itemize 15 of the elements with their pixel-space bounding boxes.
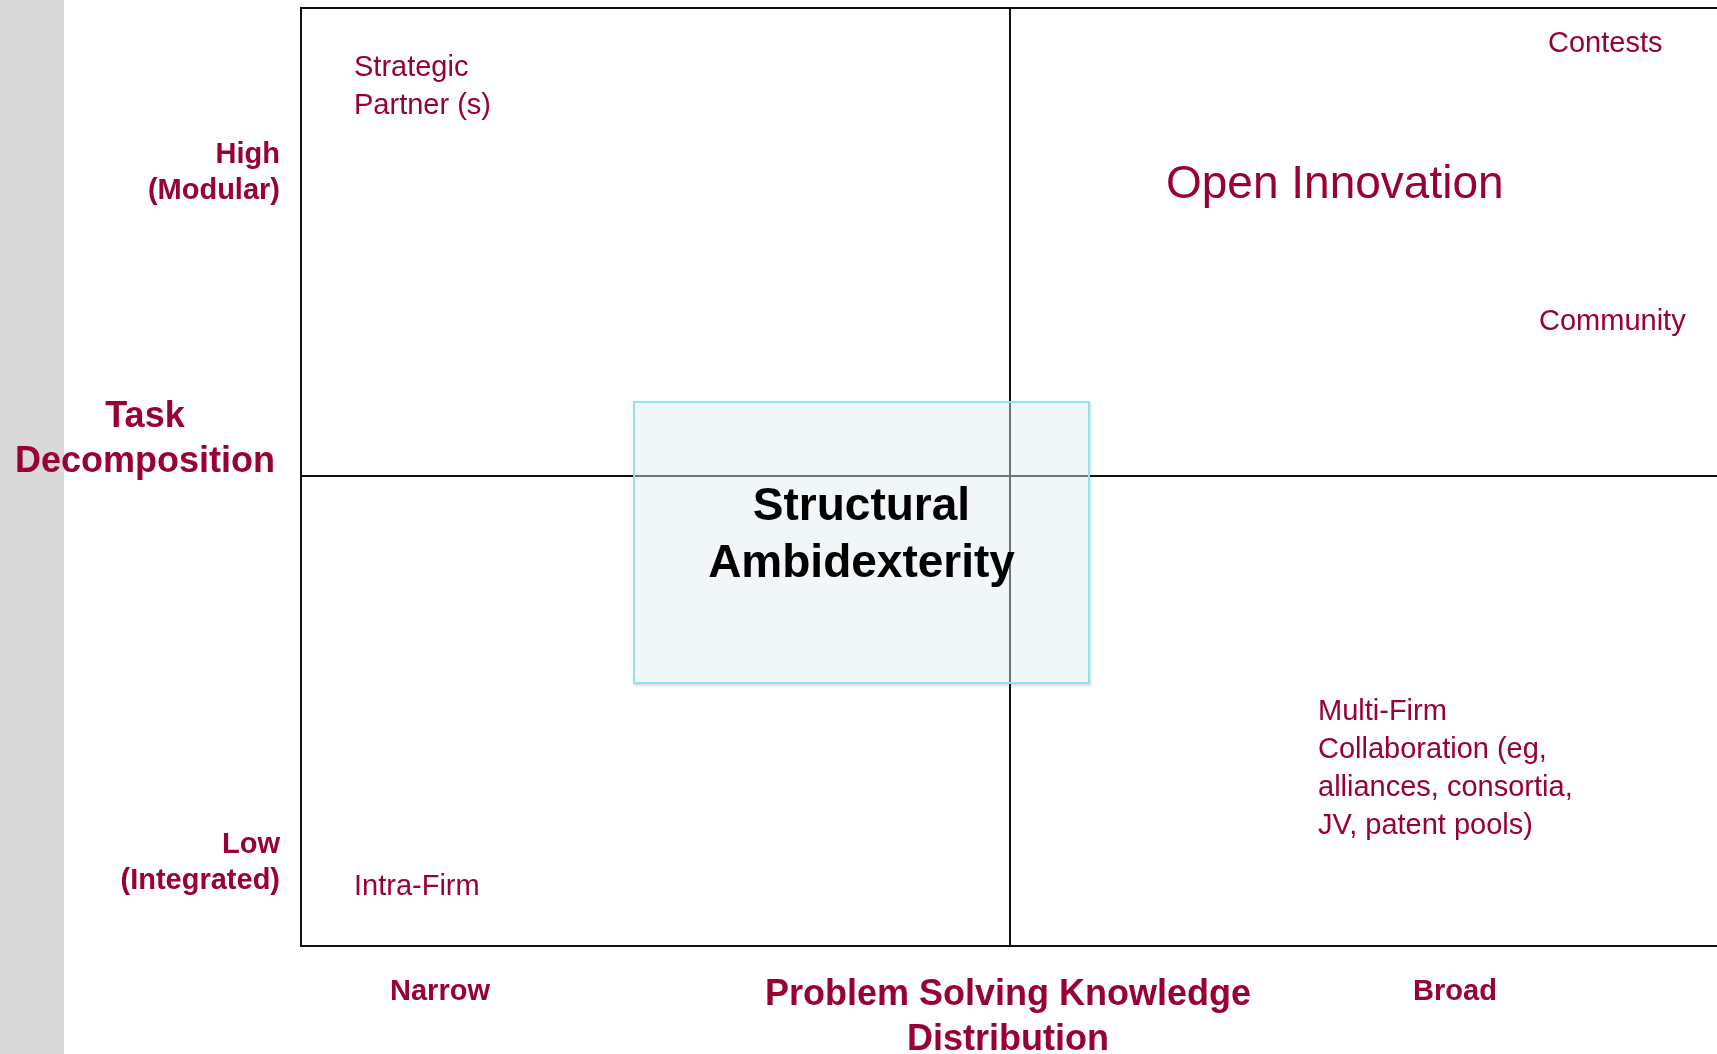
quadrant-label: Open Innovation (1166, 155, 1505, 210)
axis-tick-label: Broad (1412, 973, 1498, 1008)
quadrant-label: Strategic Partner (s) (354, 49, 492, 122)
quadrant-label: Intra-Firm (354, 868, 481, 903)
highlight-box: Structural Ambidexterity (633, 401, 1090, 684)
quadrant-label: Contests (1548, 25, 1664, 60)
matrix-quadrant (1009, 7, 1717, 477)
axis-tick-label: High (Modular) (146, 136, 280, 208)
quadrant-label: Community (1539, 303, 1687, 338)
axis-title: Task Decomposition (14, 393, 276, 482)
axis-title: Problem Solving Knowledge Distribution (763, 971, 1253, 1054)
axis-tick-label: Low (Integrated) (119, 826, 280, 898)
axis-tick-label: Narrow (389, 973, 491, 1008)
quadrant-label: Multi-Firm Collaboration (eg, alliances, consortia, JV, patent pools) (1318, 693, 1574, 842)
matrix-quadrant (300, 7, 1011, 477)
